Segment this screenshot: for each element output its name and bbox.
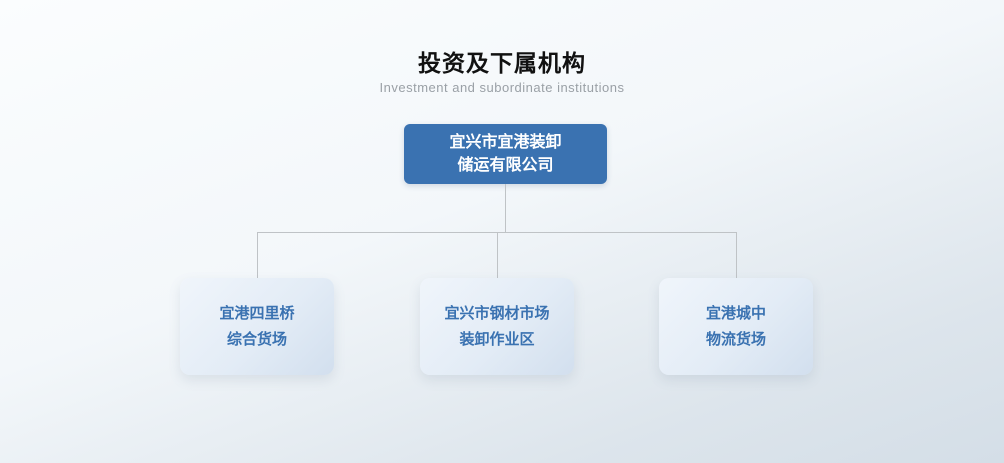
org-child-3-label-line2: 物流货场 [705,330,766,348]
page-subtitle: Investment and subordinate institutions [379,80,625,95]
org-child-2-label-line1: 宜兴市钢材市场 [444,305,550,322]
org-child-2-label-line2: 装卸作业区 [459,330,535,348]
org-root-label-line1: 宜兴市宜港装卸 [449,133,562,151]
connector-drop-middle [497,232,498,278]
org-child-3-label-line1: 宜港城中 [705,305,766,322]
org-child-1-label-line2: 综合货场 [226,330,287,348]
org-child-node-2: 宜兴市钢材市场 装卸作业区 [420,278,574,375]
org-child-node-1: 宜港四里桥 综合货场 [180,278,334,375]
org-root-label-line2: 储运有限公司 [457,157,554,174]
connector-drop-right [736,232,737,278]
org-root-node: 宜兴市宜港装卸 储运有限公司 [404,124,607,184]
org-child-1-label-line1: 宜港四里桥 [219,305,295,322]
org-child-node-3: 宜港城中 物流货场 [659,278,813,375]
connector-drop-left [257,232,258,278]
connector-root-vertical [505,184,506,232]
page-title: 投资及下属机构 [418,50,586,76]
